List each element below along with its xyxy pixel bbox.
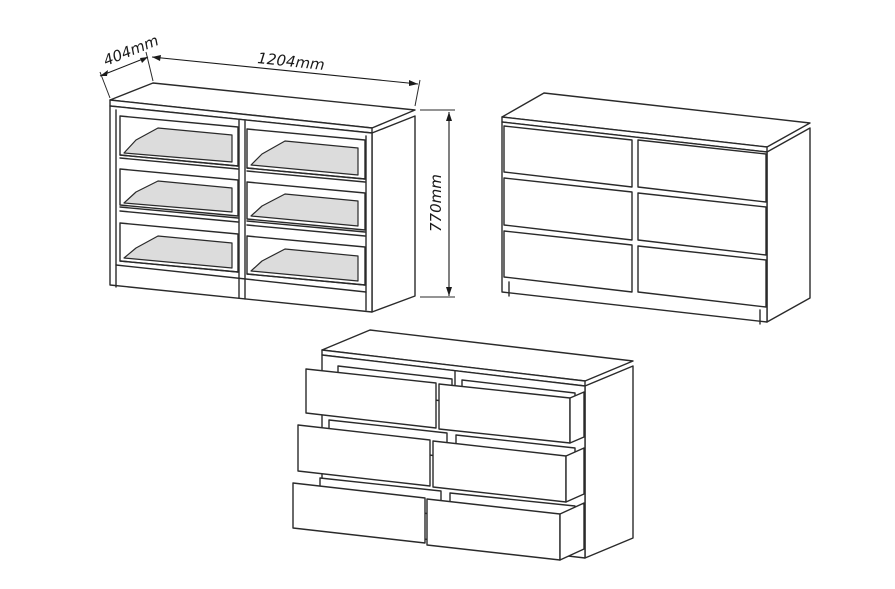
open-shelves-view: 404mm 1204mm 770mm (99, 31, 455, 313)
closed-drawer-fronts (503, 125, 767, 308)
drawer-box-l1 (119, 115, 239, 170)
drawer-box-l2 (119, 168, 239, 223)
open-drawer-l1 (305, 365, 453, 429)
side-panel (766, 127, 811, 323)
open-drawer-r3 (426, 492, 585, 561)
width-label: 1204mm (257, 49, 326, 74)
closed-front-view (501, 92, 811, 325)
open-drawer-l3 (292, 477, 442, 544)
drawer-box-l3 (119, 222, 239, 273)
side-panel (371, 115, 416, 313)
open-drawer-r1 (438, 379, 585, 444)
open-drawer-r2 (432, 434, 585, 503)
side-panel (584, 365, 634, 559)
open-drawer-l2 (297, 419, 448, 487)
drawer-box-r3 (246, 235, 366, 286)
height-label: 770mm (427, 174, 445, 232)
height-dimension: 770mm (420, 109, 455, 298)
open-drawers-view (292, 329, 634, 561)
drawer-box-r2 (246, 181, 366, 237)
drawer-box-r1 (246, 128, 366, 183)
